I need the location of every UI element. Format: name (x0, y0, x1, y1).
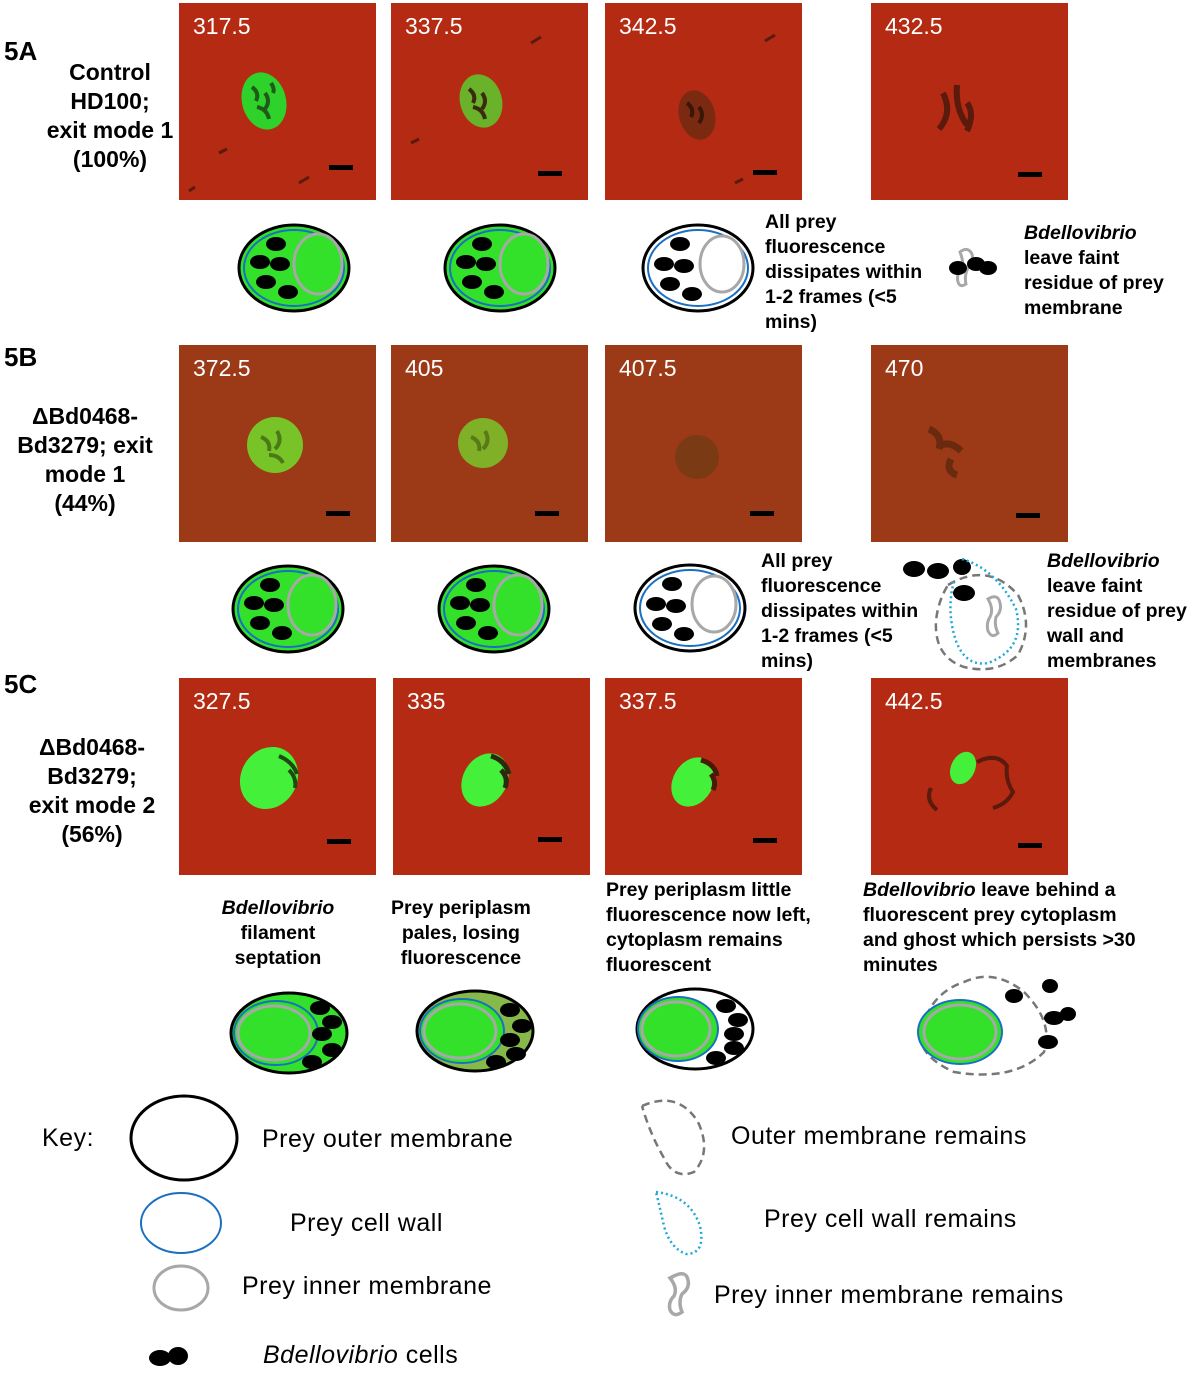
timepoint-label: 372.5 (193, 355, 251, 381)
cell-wall-remains-key-icon (654, 1190, 703, 1256)
scale-bar (1018, 843, 1042, 848)
key-label-cell-wall-remains: Prey cell wall remains (764, 1205, 1017, 1233)
scale-bar (753, 838, 777, 843)
timepoint-label: 335 (407, 688, 446, 714)
scale-bar (538, 171, 562, 176)
micrograph-5b-1: 372.5 (179, 345, 376, 542)
key-label-outer-membrane: Prey outer membrane (262, 1125, 514, 1153)
schematic-5c-1 (229, 991, 349, 1075)
note-5b-residue: Bdellovibrio leave faint residue of prey… (1047, 550, 1187, 672)
micrograph-5c-4: 442.5 (871, 678, 1068, 875)
schematic-5c-4 (917, 975, 1076, 1076)
schematic-5a-2 (443, 223, 557, 313)
micrograph-5c-1: 327.5 (179, 678, 376, 875)
schematic-5c-3 (635, 987, 755, 1071)
bdellovibrio-cells-key-icon (149, 1347, 188, 1366)
scale-bar (1018, 172, 1042, 177)
caption-5c-3: Prey periplasm little fluorescence now l… (606, 879, 811, 976)
key-label-outer-membrane-remains: Outer membrane remains (731, 1122, 1027, 1150)
micrograph-5b-4: 470 (871, 345, 1068, 542)
timepoint-label: 432.5 (885, 13, 943, 39)
schematic-5b-4-residue (903, 557, 1028, 671)
inner-membrane-key-icon (152, 1264, 210, 1312)
schematic-5b-2 (437, 564, 551, 654)
micrograph-5a-2: 337.5 (391, 3, 588, 200)
key-title: Key: (42, 1124, 95, 1152)
micrograph-5c-2: 335 (393, 678, 590, 875)
timepoint-label: 407.5 (619, 355, 677, 381)
row-label-5b: 5B (4, 342, 38, 372)
condition-label-5c: ΔBd0468- Bd3279; exit mode 2 (56%) (28, 734, 156, 847)
scale-bar (538, 837, 562, 842)
schematic-5a-1 (237, 223, 351, 313)
note-5b-dissipates: All prey fluorescence dissipates within … (761, 550, 919, 672)
timepoint-label: 442.5 (885, 688, 943, 714)
outer-membrane-key-icon (129, 1094, 239, 1182)
micrograph-5a-1: 317.5 (179, 3, 376, 200)
outer-membrane-remains-key-icon (640, 1099, 706, 1176)
micrograph-5b-3: 407.5 (605, 345, 802, 542)
scale-bar (326, 511, 350, 516)
timepoint-label: 470 (885, 355, 924, 381)
timepoint-label: 405 (405, 355, 444, 381)
scale-bar (753, 170, 777, 175)
timepoint-label: 327.5 (193, 688, 251, 714)
key-label-bdellovibrio-cells: Bdellovibrio cells (263, 1341, 459, 1369)
key-label-cell-wall: Prey cell wall (290, 1209, 443, 1237)
caption-5c-1: Bdellovibrio filament septation (221, 897, 335, 969)
condition-label-5b: ΔBd0468- Bd3279; exit mode 1 (44%) (17, 403, 153, 516)
scale-bar (1016, 513, 1040, 518)
caption-5c-4: Bdellovibrio leave behind a fluorescent … (863, 879, 1136, 976)
schematic-5a-4-residue (949, 247, 997, 288)
row-label-5c: 5C (4, 669, 38, 699)
timepoint-label: 337.5 (619, 688, 677, 714)
cell-wall-key-icon (140, 1192, 222, 1254)
inner-membrane-remains-key-icon (667, 1272, 691, 1317)
scale-bar (750, 511, 774, 516)
micrograph-5c-3: 337.5 (605, 678, 802, 875)
timepoint-label: 342.5 (619, 13, 677, 39)
caption-5c-2: Prey periplasm pales, losing fluorescenc… (391, 897, 531, 969)
micrograph-5a-3: 342.5 (605, 3, 802, 200)
scale-bar (329, 165, 353, 170)
key-label-inner-membrane: Prey inner membrane (242, 1272, 492, 1300)
schematic-5b-1 (231, 564, 345, 654)
key-label-inner-membrane-remains: Prey inner membrane remains (714, 1281, 1064, 1309)
micrograph-5b-2: 405 (391, 345, 588, 542)
schematic-5c-2 (415, 989, 535, 1073)
micrograph-5a-4: 432.5 (871, 3, 1068, 200)
scale-bar (535, 511, 559, 516)
timepoint-label: 317.5 (193, 13, 251, 39)
timepoint-label: 337.5 (405, 13, 463, 39)
row-label-5a: 5A (4, 36, 38, 66)
note-5a-dissipates: All prey fluorescence dissipates within … (765, 211, 923, 333)
schematic-5b-3 (633, 563, 747, 653)
scale-bar (327, 839, 351, 844)
schematic-5a-3 (641, 223, 755, 313)
note-5a-residue: Bdellovibrio leave faint residue of prey… (1024, 222, 1164, 319)
condition-label-5a: Control HD100; exit mode 1 (100%) (46, 59, 174, 172)
